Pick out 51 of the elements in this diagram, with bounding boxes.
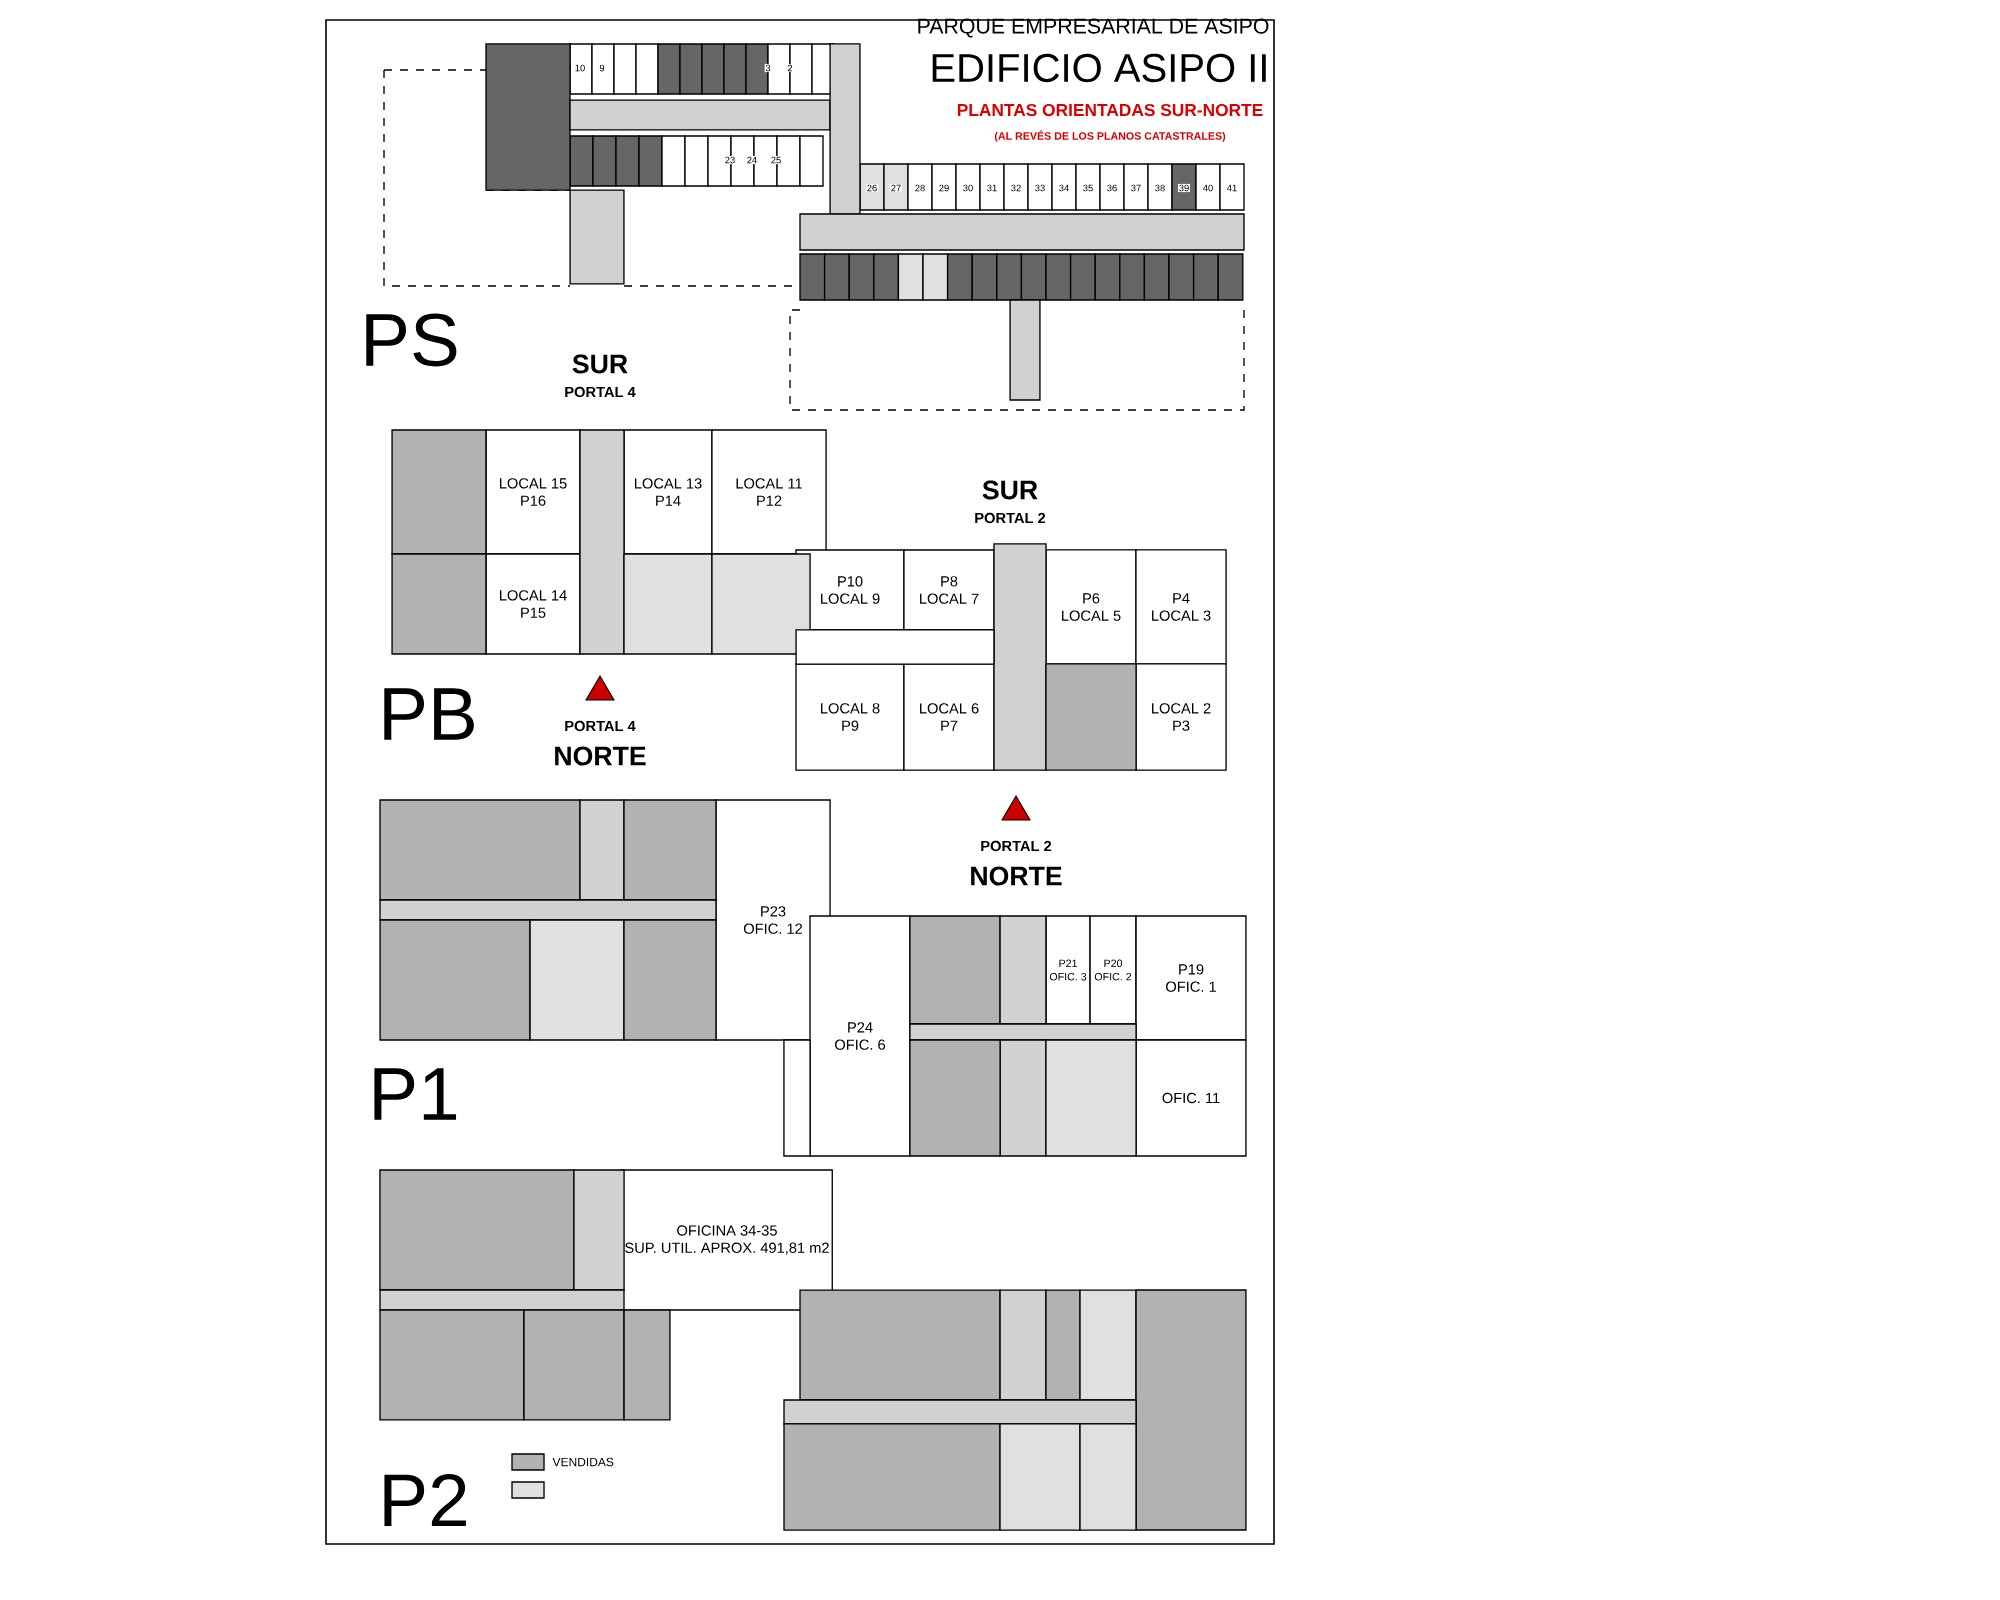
floor-label: PB xyxy=(384,688,474,740)
circulation-area xyxy=(379,1289,625,1311)
circulation-area xyxy=(579,799,625,901)
circulation-area xyxy=(1009,299,1041,401)
hatched-unit xyxy=(623,799,717,901)
hatched-unit xyxy=(623,1309,671,1421)
hatched-unit xyxy=(783,1423,1001,1531)
direction-label: NORTE xyxy=(971,866,1062,886)
floor-label: P2 xyxy=(384,1474,466,1527)
hatched-unit xyxy=(1079,1423,1137,1531)
circulation-area xyxy=(999,1039,1047,1157)
hatched-unit xyxy=(799,1289,1001,1401)
circulation-area xyxy=(909,1023,1137,1041)
direction-label: SUR xyxy=(982,480,1038,500)
subtitle: PLANTAS ORIENTADAS SUR-NORTE xyxy=(957,103,1263,117)
hatched-unit xyxy=(711,553,811,655)
hatched-unit xyxy=(391,429,487,555)
hatched-unit xyxy=(1045,1289,1081,1401)
hatched-unit xyxy=(623,553,713,655)
direction-label: SUR xyxy=(572,354,628,374)
hatched-unit xyxy=(379,1169,575,1291)
hatched-unit xyxy=(1135,1289,1247,1531)
hatched-unit xyxy=(379,799,581,901)
circulation-area xyxy=(829,43,861,215)
circulation-area xyxy=(573,1169,625,1291)
floor-label: P1 xyxy=(374,1068,457,1120)
circulation-area xyxy=(999,915,1047,1025)
circulation-area xyxy=(783,1399,1137,1425)
floor-area xyxy=(795,629,995,665)
hatched-unit xyxy=(1045,663,1137,771)
hatched-unit xyxy=(379,1309,525,1421)
floor-area xyxy=(783,1039,811,1157)
hatched-unit xyxy=(1079,1289,1137,1401)
hatched-unit xyxy=(391,553,487,655)
circulation-area xyxy=(569,189,625,285)
circulation-area xyxy=(569,99,831,131)
floor-label: PS xyxy=(366,313,457,367)
hatched-unit xyxy=(623,919,717,1041)
floor-title: PARQUE EMPRESARIAL DE ASIPO xyxy=(918,18,1269,38)
hatched-unit xyxy=(999,1423,1081,1531)
circulation-area xyxy=(999,1289,1047,1401)
circulation-area xyxy=(579,429,625,655)
hatched-unit xyxy=(529,919,625,1041)
hatched-unit xyxy=(379,919,531,1041)
circulation-area xyxy=(993,543,1047,771)
hatched-unit xyxy=(909,1039,1001,1157)
circulation-area xyxy=(379,899,717,921)
hatched-unit xyxy=(1045,1039,1137,1157)
title: EDIFICIO ASIPO II xyxy=(932,53,1266,83)
direction-label: NORTE xyxy=(555,746,646,766)
hatched-unit xyxy=(909,915,1001,1025)
